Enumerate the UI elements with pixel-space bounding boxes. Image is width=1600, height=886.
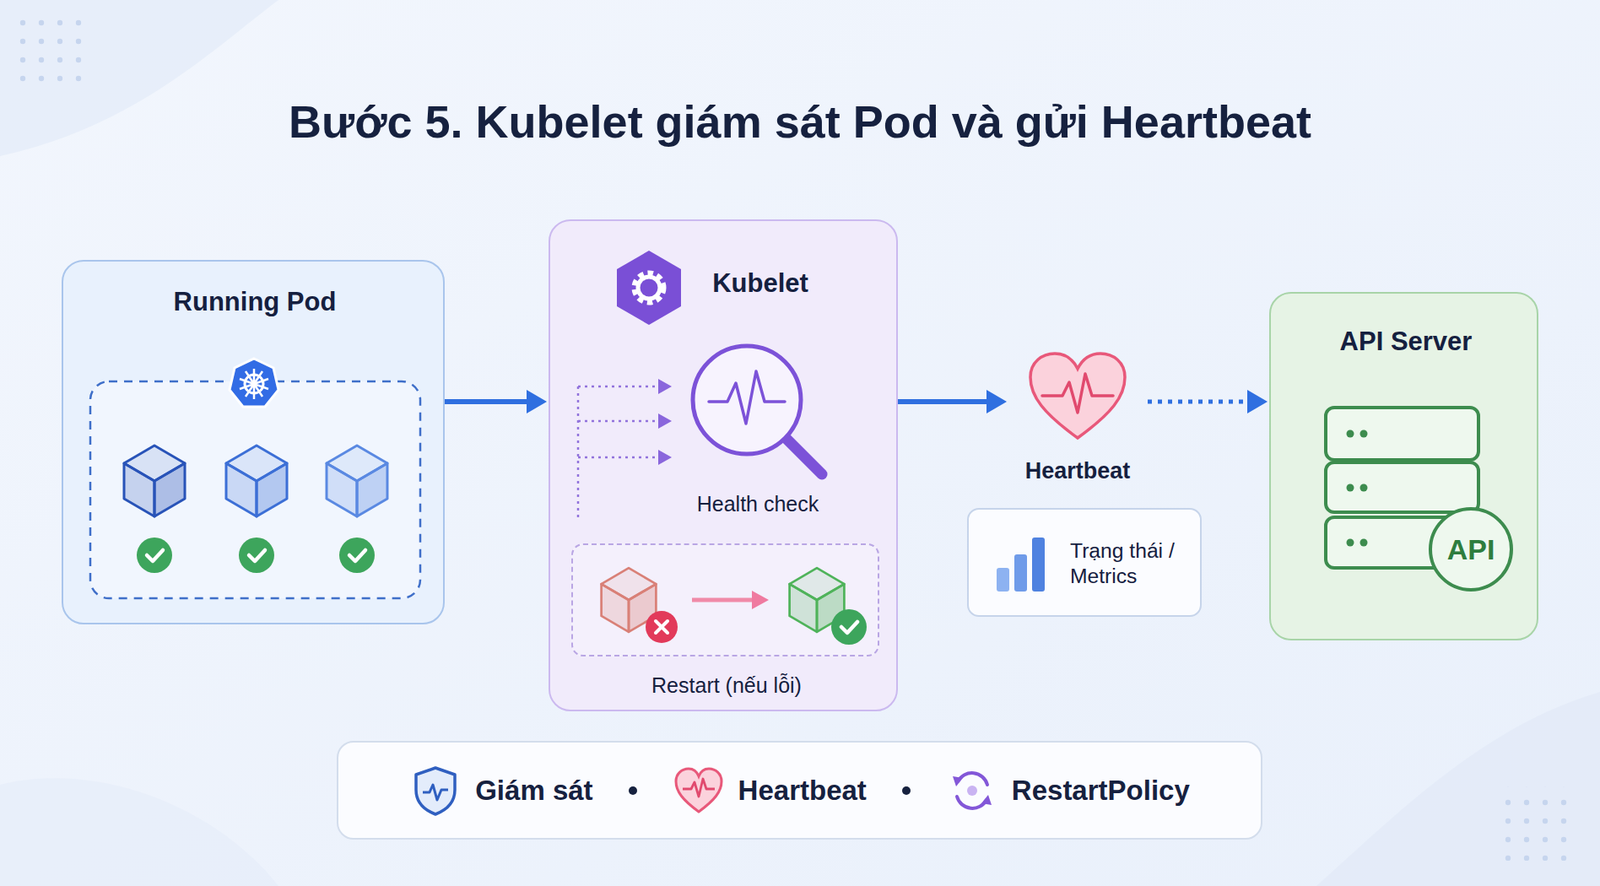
heartbeat-heart: Heartbeat (1008, 341, 1148, 487)
node-text: API (1447, 532, 1496, 568)
legend-item: Heartbeat (672, 764, 867, 817)
shield-icon (409, 764, 462, 817)
flow-arrow (1147, 389, 1268, 414)
restart-box: Restart (nếu lỗi) (571, 543, 880, 657)
node-label: Restart (nếu lỗi) (651, 672, 802, 698)
pod-box: Running Pod (61, 259, 445, 625)
node-label: Kubelet (712, 267, 809, 299)
legend-text: RestartPolicy (1011, 773, 1190, 808)
node-label: Heartbeat (1025, 457, 1131, 485)
title-text: Bước 5. Kubelet giám sát Pod và gửi Hear… (288, 94, 1312, 150)
separator-dot (628, 786, 638, 795)
legend-item: Giám sát (409, 764, 593, 817)
legend-item: RestartPolicy (945, 764, 1190, 817)
flow-arrow (897, 389, 1007, 414)
restart-icon (945, 764, 999, 817)
legend-text: Heartbeat (738, 773, 867, 808)
bar-chart-icon (968, 509, 1204, 619)
flow-arrow (444, 389, 547, 414)
node-label: API Server (1340, 325, 1473, 357)
legend-text: Giám sát (475, 773, 593, 808)
node-text: Health check (697, 491, 820, 517)
title-bar: Bước 5. Kubelet giám sát Pod và gửi Hear… (0, 94, 1600, 150)
api-server-box: API ServerAPI (1269, 291, 1539, 641)
node-label: Running Pod (173, 286, 337, 318)
legend-bar: Giám sát Heartbeat RestartPolicy (336, 740, 1263, 840)
node-label: Trạng thái / Metrics (1070, 538, 1195, 589)
kubelet-box: KubeletHealth check Restart (nếu lỗi) (548, 219, 898, 712)
separator-dot (902, 786, 911, 795)
restart-illustration (572, 545, 882, 659)
heart-icon (672, 764, 725, 817)
metrics-box: Trạng thái / Metrics (967, 508, 1202, 617)
